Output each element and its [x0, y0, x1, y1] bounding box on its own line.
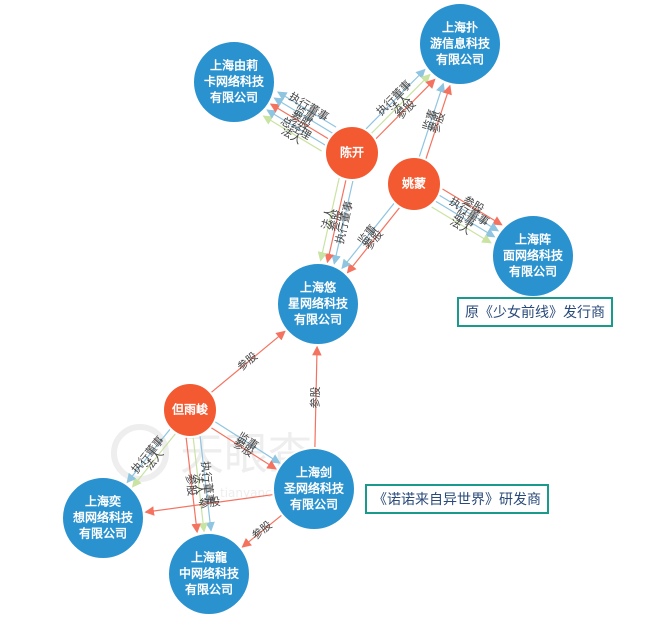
- edge-yaomeng-zhen-3: [431, 206, 492, 244]
- callout-shaojian: 原《少女前线》发行商: [457, 297, 613, 327]
- edge-chenkai-pu-0: [365, 68, 426, 130]
- node-label-chenkai-0: 陈开: [340, 145, 364, 160]
- node-circle-jian[interactable]: [272, 447, 356, 531]
- node-label-danyujun-0: 但雨峻: [171, 402, 208, 417]
- edge-yaomeng-zhen-0: [442, 188, 503, 226]
- edge-label-yaomeng-pu-1: 参股: [427, 110, 447, 135]
- node-label-yi-0: 上海奕: [85, 494, 121, 509]
- edge-label-danyujun-long-1: 法人: [191, 472, 207, 495]
- node-label-yaomeng-0: 姚蒙: [401, 176, 426, 191]
- edge-danyujun-long-1: [192, 436, 208, 533]
- node-label-yi-2: 有限公司: [79, 526, 127, 541]
- node-danyujun[interactable]: 但雨峻: [162, 382, 218, 438]
- node-label-youli-1: 卡网络科技: [204, 74, 265, 89]
- edge-danyujun-youxing-0: [210, 330, 286, 394]
- node-circle-youli[interactable]: [192, 40, 276, 124]
- edge-jian-yi-0: [144, 493, 274, 516]
- node-label-long-2: 有限公司: [185, 582, 233, 597]
- node-label-jian-0: 上海剑: [296, 465, 332, 480]
- edge-chenkai-youli-1: [266, 109, 326, 146]
- node-label-pu-2: 有限公司: [436, 52, 484, 67]
- edge-chenkai-pu-2: [375, 78, 436, 140]
- callout-nuonuo: 《诺诺来自异世界》研发商: [365, 484, 549, 514]
- edge-danyujun-yi-0: [131, 432, 177, 488]
- node-yaomeng[interactable]: 姚蒙: [386, 156, 442, 212]
- edge-danyujun-long-2: [185, 437, 201, 534]
- node-circle-youxing[interactable]: [276, 262, 360, 346]
- edge-label-danyujun-long-2: 参股: [183, 473, 199, 496]
- edge-yaomeng-youxing-0: [346, 206, 401, 274]
- edge-label-jian-youxing-0: 参股: [308, 386, 322, 408]
- edge-jian-youxing-0: [312, 345, 322, 449]
- edge-label-chenkai-youxing-2: 法人: [318, 206, 336, 231]
- node-label-yi-1: 想网络科技: [72, 510, 134, 525]
- nodes-layer: 上海由莉卡网络科技有限公司上海扑游信息科技有限公司陈开姚蒙上海阵面网络科技有限公…: [61, 2, 575, 616]
- edge-label-jian-yi-0: 参股: [198, 494, 222, 511]
- edge-danyujun-jian-0: [214, 421, 281, 464]
- node-circle-pu[interactable]: [418, 2, 502, 86]
- node-label-youli-0: 上海由莉: [210, 58, 258, 73]
- node-circle-danyujun[interactable]: [162, 382, 218, 438]
- node-label-youxing-0: 上海悠: [300, 280, 337, 295]
- node-label-youli-2: 有限公司: [210, 90, 258, 105]
- node-circle-yaomeng[interactable]: [386, 156, 442, 212]
- edge-danyujun-long-0: [199, 435, 215, 532]
- node-label-zhen-0: 上海阵: [515, 232, 551, 247]
- node-label-pu-0: 上海扑: [442, 20, 478, 35]
- node-label-zhen-1: 面网络科技: [503, 248, 564, 263]
- edge-yaomeng-youxing-1: [341, 202, 395, 270]
- edge-chenkai-youxing-2: [317, 177, 340, 262]
- edge-yaomeng-pu-0: [418, 82, 446, 158]
- node-label-long-0: 上海龍: [191, 550, 227, 565]
- edge-chenkai-pu-1: [370, 73, 431, 135]
- node-label-pu-1: 游信息科技: [430, 36, 491, 51]
- edge-chenkai-youli-0: [262, 115, 322, 152]
- edge-jian-long-0: [241, 514, 283, 548]
- node-label-jian-2: 有限公司: [290, 497, 338, 512]
- edge-danyujun-yi-1: [126, 428, 171, 484]
- edge-chenkai-youli-2: [269, 103, 330, 140]
- edge-chenkai-youxing-0: [331, 180, 354, 265]
- edge-yaomeng-pu-1: [425, 84, 452, 160]
- node-label-youxing-1: 星网络科技: [288, 296, 349, 311]
- edge-danyujun-jian-1: [210, 426, 277, 470]
- edge-yaomeng-zhen-1: [438, 194, 500, 232]
- node-label-jian-1: 圣网络科技: [283, 481, 345, 496]
- edge-chenkai-youli-3: [273, 97, 333, 134]
- edge-yaomeng-zhen-2: [434, 200, 496, 238]
- node-label-zhen-2: 有限公司: [509, 264, 557, 279]
- edge-chenkai-youli-4: [277, 91, 337, 128]
- node-circle-yi[interactable]: [61, 476, 145, 560]
- node-label-youxing-2: 有限公司: [294, 312, 342, 327]
- edge-chenkai-youxing-1: [324, 179, 347, 264]
- node-circle-chenkai[interactable]: [324, 125, 380, 181]
- node-circle-long[interactable]: [167, 532, 251, 616]
- node-label-long-1: 中网络科技: [179, 566, 240, 581]
- edge-label-danyujun-long-0: 执行董事: [198, 460, 217, 505]
- node-chenkai[interactable]: 陈开: [324, 125, 380, 181]
